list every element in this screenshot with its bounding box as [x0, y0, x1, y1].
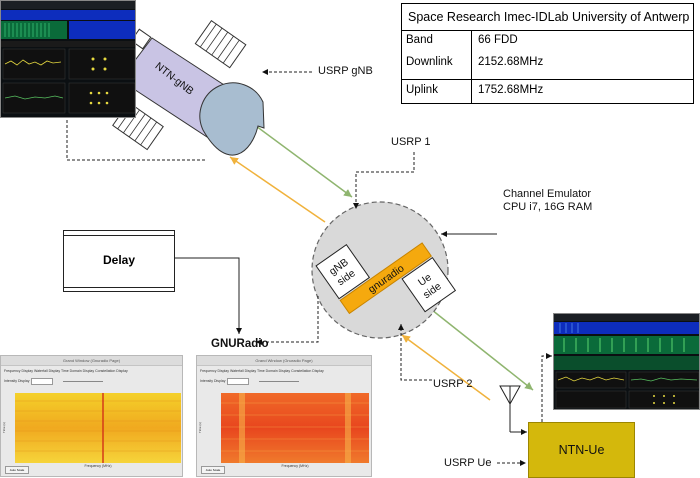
usrp-ue-label: USRP Ue — [444, 457, 492, 469]
ntn-ue-box: NTN-Ue — [528, 422, 635, 478]
gnb-scope-screenshot — [0, 0, 136, 118]
gr-right-autoscale-button[interactable]: Auto Scale — [201, 466, 225, 474]
gnb-side-box — [315, 243, 371, 300]
info-label-uplink: Uplink — [406, 84, 438, 96]
connector-ue-to-scope — [541, 353, 552, 422]
info-value-band: 66 FDD — [478, 34, 518, 46]
ue-side-box — [401, 257, 457, 313]
gr-right-y-label: Time (s) — [198, 422, 202, 434]
gr-right-control: Intensity Display — [200, 377, 300, 385]
gnuradio-window-right: Grand Window (Gnuradio Page) Frequency D… — [196, 355, 372, 477]
ntn-ue-label: NTN-Ue — [558, 443, 605, 457]
uplink-arrow-ue-to-emulator — [401, 334, 491, 401]
connector-usrp2 — [398, 324, 432, 381]
ue-scope-screenshot — [553, 313, 700, 410]
usrp-2-label: USRP 2 — [433, 378, 473, 390]
connector-delay-to-gnuradio — [175, 257, 242, 334]
info-value-downlink: 2152.68MHz — [478, 56, 544, 68]
delay-label: Delay — [102, 253, 136, 267]
channel-emulator-label-2: CPU i7, 16G RAM — [503, 201, 593, 213]
connector-usrp1 — [353, 152, 415, 209]
gr-right-title: Grand Window (Gnuradio Page) — [197, 356, 371, 366]
info-value-uplink: 1752.68MHz — [478, 84, 544, 96]
gnuradio-label: GNURadio — [211, 338, 269, 350]
channel-emulator-label-1: Channel Emulator — [503, 188, 592, 200]
gr-left-x-label: Frequency (MHz) — [84, 464, 112, 468]
gnuradio-window-left: Grand Window (Gnuradio Page) Frequency D… — [0, 355, 183, 477]
uplink-arrow-emulator-to-gnb — [229, 156, 326, 223]
downlink-arrow-emulator-to-ue — [431, 309, 534, 391]
gr-left-control: Intensity Display — [4, 377, 104, 385]
info-table: Space Research Imec-IDLab University of … — [401, 3, 694, 104]
gr-left-y-label: Time (s) — [2, 422, 6, 434]
gnuradio-bar — [339, 242, 432, 315]
gr-left-control-label: Intensity Display — [4, 379, 30, 383]
info-label-band: Band — [406, 34, 433, 46]
antenna-icon — [499, 385, 527, 435]
info-table-title: Space Research Imec-IDLab University of … — [402, 4, 693, 31]
gr-left-title: Grand Window (Gnuradio Page) — [1, 356, 182, 366]
gr-right-x-label: Frequency (MHz) — [281, 464, 309, 468]
downlink-arrow-gnb-to-emulator — [255, 125, 353, 198]
gr-right-tabs: Frequency Display Waterfall Display Time… — [200, 369, 324, 373]
usrp-gnb-label: USRP gNB — [318, 65, 373, 77]
gr-right-control-label: Intensity Display — [200, 379, 226, 383]
gr-left-tabs: Frequency Display Waterfall Display Time… — [4, 369, 128, 373]
info-label-downlink: Downlink — [406, 56, 453, 68]
delay-box: Delay — [63, 230, 175, 292]
usrp-1-label: USRP 1 — [391, 136, 431, 148]
connector-emulator-to-gnuradio — [256, 296, 319, 345]
gr-left-autoscale-button[interactable]: Auto Scale — [5, 466, 29, 474]
